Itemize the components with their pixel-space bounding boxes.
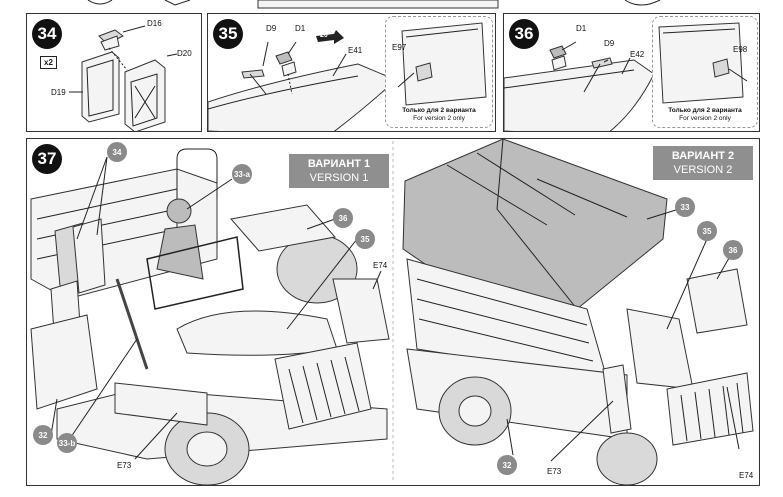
step-35-inset: E97 Только для 2 варианта For version 2 …	[385, 16, 493, 128]
label-e74: E74	[373, 261, 388, 270]
note-ru: Только для 2 варианта	[668, 107, 742, 114]
step-36-inset: E98 Только для 2 варианта For version 2 …	[652, 16, 758, 128]
truck-version-2-drawing	[402, 139, 754, 485]
callout-32: 32	[497, 455, 517, 475]
callout-35: 35	[355, 229, 375, 249]
step-36-badge: 36	[509, 19, 539, 49]
arrow-count-label: 20	[320, 32, 328, 39]
step-35-badge: 35	[213, 19, 243, 49]
callout-33-a: 33-a	[232, 164, 252, 184]
label-e97: E97	[392, 43, 407, 52]
variant-2-badge: ВАРИАНТ 2 VERSION 2	[653, 146, 753, 180]
variant-1-ru: ВАРИАНТ 1	[307, 158, 371, 170]
step-34-badge: 34	[32, 19, 62, 49]
truck-version-1-drawing	[30, 148, 390, 485]
label-d16: D16	[147, 19, 162, 28]
label-e98: E98	[733, 45, 748, 54]
label-e74: E74	[739, 471, 754, 480]
callout-33: 33	[675, 197, 695, 217]
variant-2-en: VERSION 2	[673, 164, 733, 176]
label-d19: D19	[51, 88, 66, 97]
callout-32: 32	[33, 425, 53, 445]
callout-36: 36	[723, 240, 743, 260]
inset-panel-drawing	[658, 22, 748, 104]
label-e73: E73	[117, 461, 132, 470]
step-35-note: Только для 2 варианта For version 2 only	[388, 107, 490, 123]
callout-35: 35	[697, 221, 717, 241]
step-36-note: Только для 2 варианта For version 2 only	[655, 107, 755, 123]
label-d1: D1	[295, 24, 306, 33]
version-divider	[392, 141, 394, 483]
step-37-panel: 37 ВАРИАНТ 1 VERSION 1 ВАРИАНТ 2 VERSION…	[26, 138, 760, 486]
step-34-quantity: x2	[40, 56, 57, 69]
step-37-badge: 37	[32, 144, 62, 174]
variant-1-badge: ВАРИАНТ 1 VERSION 1	[289, 154, 389, 188]
variant-1-en: VERSION 1	[309, 172, 369, 184]
note-ru: Только для 2 варианта	[402, 107, 476, 114]
jerrycan-drawing	[69, 25, 178, 131]
callout-33-b: 33-b	[57, 433, 77, 453]
note-en: For version 2 only	[413, 115, 465, 122]
step-34-panel: 34 x2 D16 D20 D19	[26, 13, 202, 132]
step-35-hood-drawing	[208, 30, 397, 131]
inset-panel-drawing	[397, 22, 487, 106]
label-d9: D9	[266, 24, 277, 33]
callout-36: 36	[333, 208, 353, 228]
callout-34: 34	[107, 142, 127, 162]
label-e73: E73	[547, 467, 562, 476]
top-crop-strip	[87, 0, 661, 9]
step-36-panel: 36 D1 D9 E42 E98 Только для 2 варианта F…	[503, 13, 760, 132]
variant-2-ru: ВАРИАНТ 2	[671, 150, 735, 162]
label-e41: E41	[348, 46, 363, 55]
label-d20: D20	[177, 49, 192, 58]
label-d1: D1	[576, 24, 587, 33]
label-d9: D9	[604, 39, 615, 48]
label-e42: E42	[630, 50, 645, 59]
step-35-panel: 35 D9 D1 20 E41 E97 Только для 2 вариант…	[207, 13, 496, 132]
note-en: For version 2 only	[679, 115, 731, 122]
